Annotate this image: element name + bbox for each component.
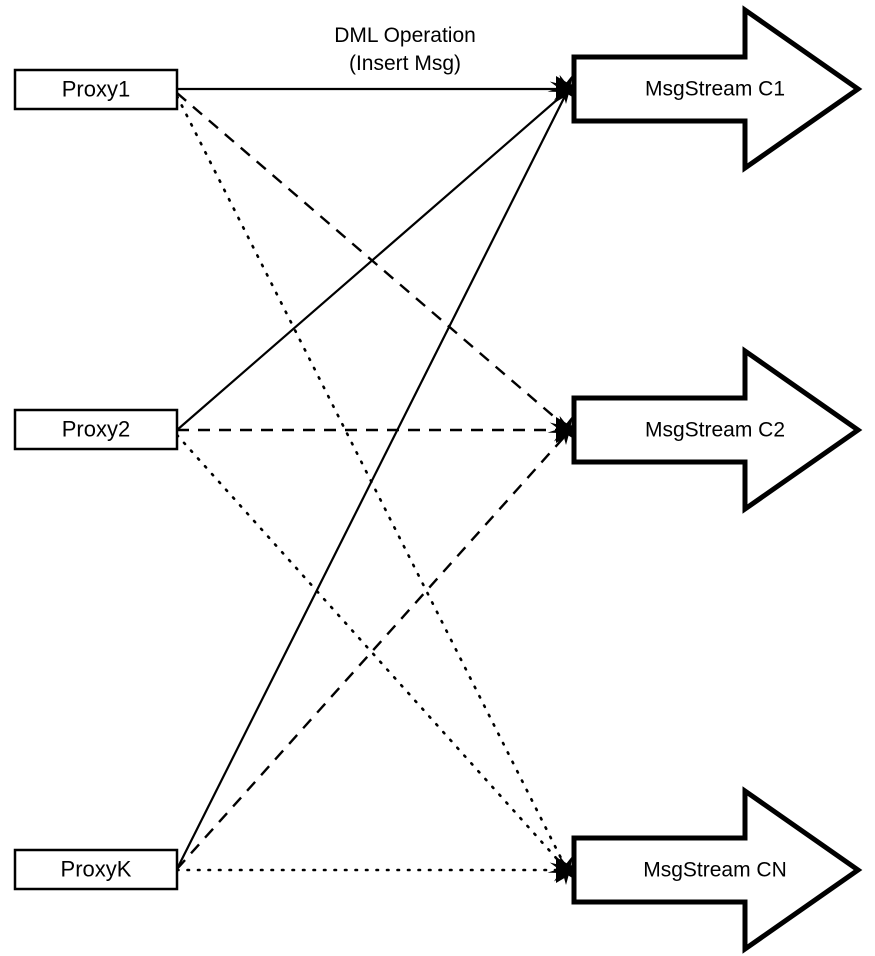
arrowhead-tip-head-cn (556, 857, 578, 883)
link-proxy2-to-c1 (176, 91, 567, 431)
dml-operation-caption-line1: DML Operation (334, 24, 476, 47)
msgstream-node-layer: MsgStream C1 MsgStream C2 MsgStream CN (571, 5, 863, 954)
dml-operation-caption-line2: (Insert Msg) (349, 52, 461, 75)
msgstream-label-c2: MsgStream C2 (645, 419, 785, 442)
link-proxyk-to-c2 (176, 434, 567, 870)
proxy-label-proxyk: ProxyK (61, 856, 132, 881)
proxy-label-proxy1: Proxy1 (62, 76, 130, 101)
proxy-node-proxy1[interactable]: Proxy1 (13, 68, 179, 111)
msgstream-arrow-shape-c2[interactable] (571, 346, 863, 514)
msgstream-arrow-shape-cn[interactable] (571, 786, 863, 954)
msgstream-label-cn: MsgStream CN (643, 859, 787, 882)
proxy-box-proxy1[interactable] (13, 68, 179, 111)
link-proxy2-to-cn (175, 433, 568, 871)
link-proxyk-to-c1 (176, 93, 567, 870)
arrowhead-tip-head-c2 (556, 417, 578, 443)
proxy-node-proxy2[interactable]: Proxy2 (13, 408, 179, 451)
arrowhead-layer (547, 74, 585, 885)
arrowhead-tip-head-c1 (556, 76, 578, 102)
edge-caption-group: DML Operation (Insert Msg) (334, 24, 476, 75)
proxy-label-proxy2: Proxy2 (62, 416, 130, 441)
msgstream-node-c2[interactable]: MsgStream C2 (571, 346, 863, 514)
link-layer (175, 87, 568, 872)
proxy-box-proxy2[interactable] (13, 408, 179, 451)
msgstream-node-cn[interactable]: MsgStream CN (571, 786, 863, 954)
msgstream-label-c1: MsgStream C1 (645, 78, 785, 101)
proxy-node-proxyk[interactable]: ProxyK (13, 848, 179, 891)
msgstream-arrow-shape-c1[interactable] (571, 5, 863, 173)
proxy-box-proxyk[interactable] (13, 848, 179, 891)
msgstream-node-c1[interactable]: MsgStream C1 (571, 5, 863, 173)
